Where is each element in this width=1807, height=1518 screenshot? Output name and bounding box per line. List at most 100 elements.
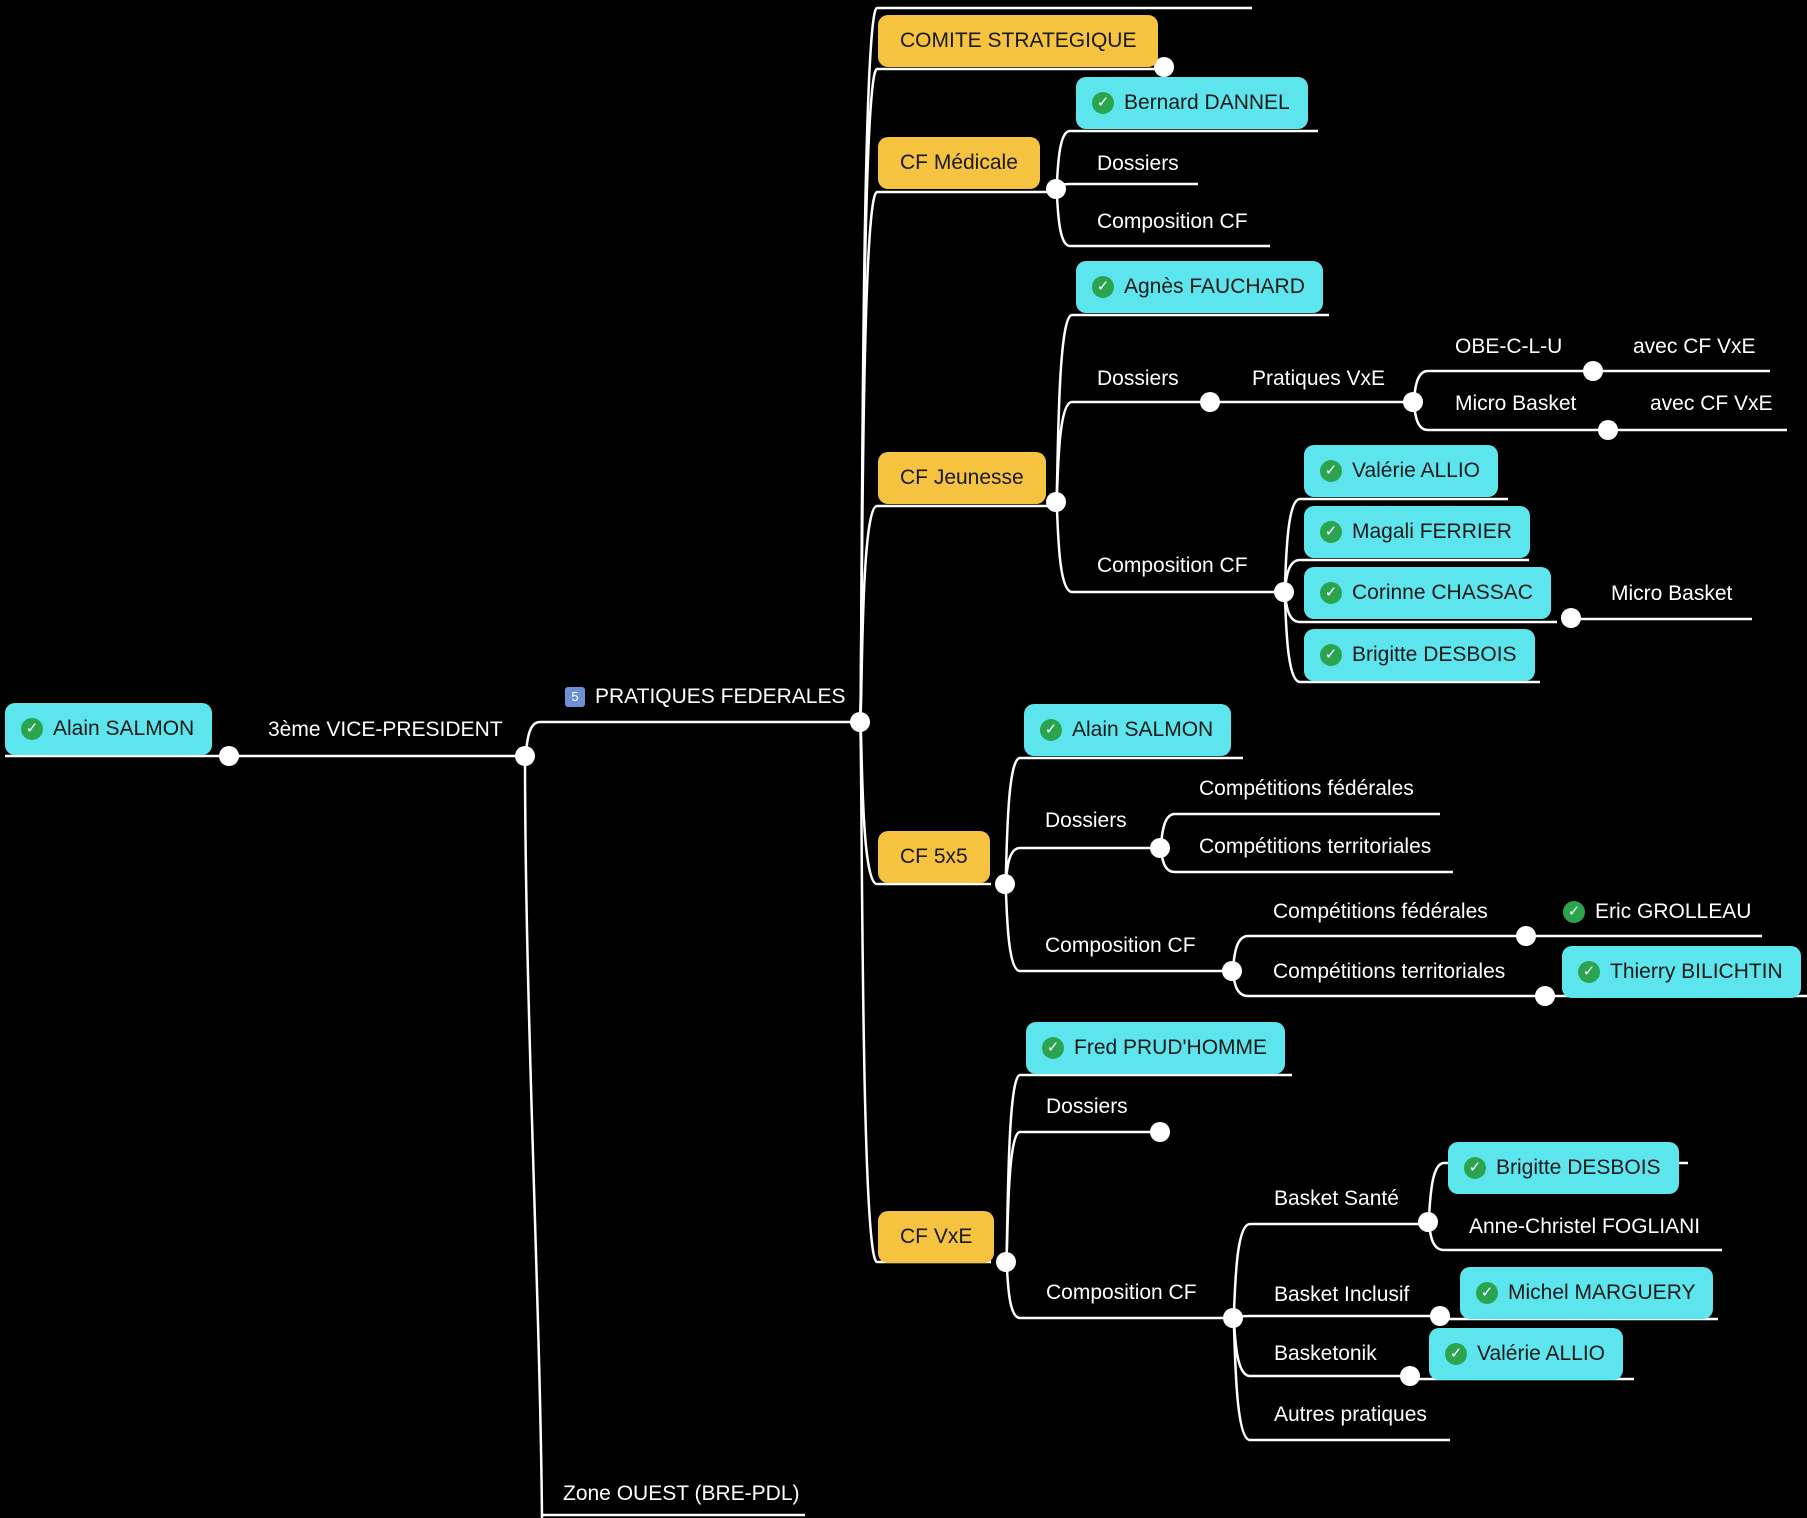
node-label: Composition CF xyxy=(1097,210,1248,233)
collapse-handle[interactable] xyxy=(1150,1122,1170,1142)
fred-prudhomme-node[interactable]: ✓ Fred PRUD'HOMME xyxy=(1026,1022,1286,1074)
node-label: Corinne CHASSAC xyxy=(1352,581,1533,604)
anne-christel-fogliani-node[interactable]: Anne-Christel FOGLIANI xyxy=(1469,1214,1700,1240)
branch-connector xyxy=(1411,400,1429,432)
eric-grolleau-node[interactable]: ✓ Eric GROLLEAU xyxy=(1563,899,1751,925)
node-label: Dossiers xyxy=(1097,367,1179,390)
node-label: Dossiers xyxy=(1097,152,1179,175)
obe-clu-node[interactable]: OBE-C-L-U xyxy=(1455,334,1562,360)
node-label: Micro Basket xyxy=(1611,582,1733,605)
cf-5x5-node[interactable]: CF 5x5 xyxy=(878,831,990,883)
jeunesse-composition-node[interactable]: Composition CF xyxy=(1097,553,1248,579)
branch-connector xyxy=(1426,1161,1445,1224)
check-icon: ✓ xyxy=(1476,1282,1498,1304)
branch-connector xyxy=(1231,1316,1251,1442)
check-icon: ✓ xyxy=(1092,92,1114,114)
root-node-alain-salmon[interactable]: ✓ Alain SALMON xyxy=(5,703,213,755)
node-label: Thierry BILICHTIN xyxy=(1610,960,1783,983)
medicale-dossiers-node[interactable]: Dossiers xyxy=(1097,151,1179,177)
branch-connector xyxy=(1230,969,1249,998)
agnes-fauchard-node[interactable]: ✓ Agnès FAUCHARD xyxy=(1076,261,1323,313)
node-label: CF 5x5 xyxy=(900,845,968,868)
comite-strategique-node[interactable]: COMITE STRATEGIQUE xyxy=(878,15,1159,67)
jeunesse-dossiers-node[interactable]: Dossiers xyxy=(1097,366,1179,392)
micro-note-node[interactable]: avec CF VxE xyxy=(1650,391,1773,417)
node-label: Dossiers xyxy=(1046,1095,1128,1118)
comp-competitions-federales-node[interactable]: Compétitions fédérales xyxy=(1273,899,1488,925)
thierry-bilichtin-node[interactable]: ✓ Thierry BILICHTIN xyxy=(1562,946,1801,998)
check-icon: ✓ xyxy=(1320,582,1342,604)
autres-pratiques-node[interactable]: Autres pratiques xyxy=(1274,1402,1427,1428)
comp-competitions-territoriales-node[interactable]: Compétitions territoriales xyxy=(1273,959,1505,985)
node-label: Magali FERRIER xyxy=(1352,520,1512,543)
branch-connector xyxy=(1054,400,1073,504)
node-label: Brigitte DESBOIS xyxy=(1496,1156,1661,1179)
magali-ferrier-node[interactable]: ✓ Magali FERRIER xyxy=(1304,506,1530,558)
collapse-handle[interactable] xyxy=(1154,57,1174,77)
zone-ouest-node[interactable]: Zone OUEST (BRE-PDL) xyxy=(563,1481,800,1507)
node-label: Zone OUEST (BRE-PDL) xyxy=(563,1482,800,1505)
branch-connector xyxy=(1054,187,1071,248)
cfvxe-composition-node[interactable]: Composition CF xyxy=(1046,1280,1197,1306)
node-label: avec CF VxE xyxy=(1633,335,1756,358)
branch-connector xyxy=(1054,129,1071,191)
cf-medicale-node[interactable]: CF Médicale xyxy=(878,137,1040,189)
cf5x5-dossiers-node[interactable]: Dossiers xyxy=(1045,808,1127,834)
basket-inclusif-node[interactable]: Basket Inclusif xyxy=(1274,1282,1409,1308)
collapse-handle[interactable] xyxy=(1430,1306,1450,1326)
node-label: COMITE STRATEGIQUE xyxy=(900,29,1137,52)
cfvxe-dossiers-node[interactable]: Dossiers xyxy=(1046,1094,1128,1120)
bernard-dannel-node[interactable]: ✓ Bernard DANNEL xyxy=(1076,77,1308,129)
node-label: Basketonik xyxy=(1274,1342,1377,1365)
node-label: OBE-C-L-U xyxy=(1455,335,1563,358)
valerie-allio-node[interactable]: ✓ Valérie ALLIO xyxy=(1304,445,1499,497)
cf-jeunesse-node[interactable]: CF Jeunesse xyxy=(878,452,1046,504)
pratiques-vxe-node[interactable]: Pratiques VxE xyxy=(1252,366,1385,392)
node-label: 3ème VICE-PRESIDENT xyxy=(268,718,503,741)
check-icon: ✓ xyxy=(21,718,43,740)
alain-salmon-5x5-node[interactable]: ✓ Alain SALMON xyxy=(1024,704,1232,756)
node-label: Fred PRUD'HOMME xyxy=(1074,1036,1268,1059)
branch-connector xyxy=(1003,882,1021,973)
collapse-handle[interactable] xyxy=(1400,1366,1420,1386)
branch-connector xyxy=(858,504,879,724)
cf5x5-composition-node[interactable]: Composition CF xyxy=(1045,933,1196,959)
node-label: Compétitions fédérales xyxy=(1199,777,1414,800)
node-label: Composition CF xyxy=(1045,934,1196,957)
branch-connector xyxy=(1054,500,1073,594)
branch-connector xyxy=(1426,1220,1445,1252)
branch-connector xyxy=(858,720,879,1264)
node-label: Alain SALMON xyxy=(53,717,195,740)
node-label: Agnès FAUCHARD xyxy=(1124,275,1305,298)
node-label: Basket Inclusif xyxy=(1274,1283,1410,1306)
branch-connector xyxy=(1004,1260,1021,1320)
branch-connector xyxy=(523,755,544,1518)
role-label[interactable]: 3ème VICE-PRESIDENT xyxy=(268,717,503,743)
node-label: Valérie ALLIO xyxy=(1477,1342,1606,1365)
node-label: Composition CF xyxy=(1097,554,1248,577)
check-icon: ✓ xyxy=(1464,1157,1486,1179)
basketonik-node[interactable]: Basketonik xyxy=(1274,1341,1377,1367)
medicale-composition-node[interactable]: Composition CF xyxy=(1097,209,1248,235)
node-label: CF VxE xyxy=(900,1225,973,1248)
brigitte-desbois-node[interactable]: ✓ Brigitte DESBOIS xyxy=(1304,629,1535,681)
node-label: Brigitte DESBOIS xyxy=(1352,643,1517,666)
michel-marguery-node[interactable]: ✓ Michel MARGUERY xyxy=(1460,1267,1714,1319)
node-label: Anne-Christel FOGLIANI xyxy=(1469,1215,1701,1238)
corinne-chassac-node[interactable]: ✓ Corinne CHASSAC xyxy=(1304,567,1551,619)
node-label: Basket Santé xyxy=(1274,1187,1399,1210)
dossiers-competitions-territoriales-node[interactable]: Compétitions territoriales xyxy=(1199,834,1431,860)
jeunesse-micro-basket-node[interactable]: Micro Basket xyxy=(1455,391,1576,417)
node-label: Compétitions fédérales xyxy=(1273,900,1488,923)
cf-vxe-node[interactable]: CF VxE xyxy=(878,1211,995,1263)
brigitte-desbois-vxe-node[interactable]: ✓ Brigitte DESBOIS xyxy=(1448,1142,1679,1194)
node-label: Composition CF xyxy=(1046,1281,1197,1304)
chassac-micro-basket-node[interactable]: Micro Basket xyxy=(1611,581,1732,607)
basket-sante-node[interactable]: Basket Santé xyxy=(1274,1186,1399,1212)
dossiers-competitions-federales-node[interactable]: Compétitions fédérales xyxy=(1199,776,1414,802)
obe-note-node[interactable]: avec CF VxE xyxy=(1633,334,1756,360)
branch-connector xyxy=(1231,1222,1251,1320)
valerie-allio-vxe-node[interactable]: ✓ Valérie ALLIO xyxy=(1429,1328,1624,1380)
